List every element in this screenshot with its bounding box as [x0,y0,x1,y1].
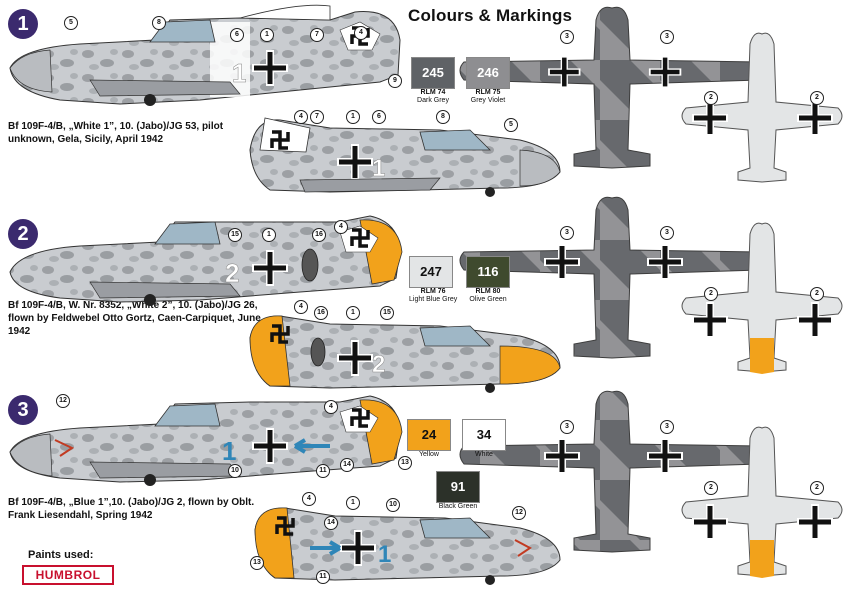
swatch-245-rlm: RLM 74 [420,89,446,96]
swatch-116: 116 RLM 80 Olive Green [466,256,510,304]
scheme-2-left-profile: 2 [9,215,403,306]
callout-bottom-view-1: 2 [810,91,824,105]
callout-s3-left-1: 4 [324,400,338,414]
scheme-2-code: 2 [225,258,239,288]
callout-s1-right-4: 8 [436,110,450,124]
scheme-1-badge: 1 [8,9,38,39]
scheme-1-right-profile: 1 [249,117,561,197]
scheme-3-right-profile: 1 [254,507,561,585]
swatch-245-chip: 245 [411,57,455,89]
callout-s2-left-0: 15 [228,228,242,242]
callout-s2-right-0: 4 [294,300,308,314]
scheme-2-caption: Bf 109F-4/B, W. Nr. 8352, „White 2”, 10.… [8,300,261,337]
humbrol-logo: HUMBROL [22,565,114,585]
scheme-1-code: 1 [232,58,246,88]
top-view-3 [459,390,765,553]
scheme-2-code-right: 2 [372,351,385,378]
bottom-view-3 [681,426,843,578]
swatch-246: 246 RLM 75 Grey Violet [466,57,510,105]
callout-s2-left-3: 4 [334,220,348,234]
callout-s1-right-2: 1 [346,110,360,124]
scheme-1-left-profile: 1 [9,4,401,106]
callout-bottom-view-r196-1: 2 [810,287,824,301]
swatch-116-rlm: RLM 80 [475,288,501,295]
callout-s1-left-5: 4 [354,26,368,40]
callout-top-view-r390-0: 3 [560,420,574,434]
swatch-91: 91 Black Green [436,471,480,511]
callout-top-view-0: 3 [560,30,574,44]
callout-bottom-view-r390-0: 2 [704,481,718,495]
swatch-247-chip: 247 [409,256,453,288]
callout-s2-right-1: 16 [314,306,328,320]
swatch-245: 245 RLM 74 Dark Grey [411,57,455,105]
scheme-2-badge: 2 [8,219,38,249]
scheme-3-left-profile: 1 [9,395,403,486]
callout-bottom-view-r390-1: 2 [810,481,824,495]
scheme-3-code-right: 1 [378,541,391,568]
callout-top-view-r390-1: 3 [660,420,674,434]
callout-s3-right-6: 11 [316,570,330,584]
callout-s3-right-0: 4 [302,492,316,506]
callout-s3-left-2: 10 [228,464,242,478]
callout-bottom-view-r196-0: 2 [704,287,718,301]
callout-s2-left-2: 16 [312,228,326,242]
callout-s1-right-1: 7 [310,110,324,124]
callout-s2-right-2: 1 [346,306,360,320]
callout-s3-right-2: 1 [346,496,360,510]
top-view-2 [459,196,765,359]
callout-s3-right-1: 14 [324,516,338,530]
callout-s3-left-4: 14 [340,458,354,472]
scheme-3-caption: Bf 109F-4/B, „Blue 1”,10. (Jabo)/JG 2, f… [8,497,255,521]
top-view-1 [459,6,765,169]
callout-s1-right-0: 4 [294,110,308,124]
swatch-247-rlm: RLM 76 [420,288,446,295]
callout-s3-right-5: 13 [250,556,264,570]
swatch-247: 247 RLM 76 Light Blue Grey [409,256,457,304]
callout-s1-left-0: 5 [64,16,78,30]
callout-bottom-view-0: 2 [704,91,718,105]
callout-s3-right-4: 12 [512,506,526,520]
callout-s1-left-2: 6 [230,28,244,42]
callout-top-view-r196-0: 3 [560,226,574,240]
callout-s3-left-5: 13 [398,456,412,470]
swatch-116-name: Olive Green [469,296,507,303]
callout-s2-right-3: 15 [380,306,394,320]
callout-s1-left-1: 8 [152,16,166,30]
callout-top-view-1: 3 [660,30,674,44]
swatch-34: 34 White [462,419,506,459]
callout-top-view-r196-1: 3 [660,226,674,240]
scheme-1-caption: Bf 109F-4/B, „White 1”, 10. (Jabo)/JG 53… [8,121,224,145]
swatch-246-rlm: RLM 75 [475,89,501,96]
bottom-view-1 [681,32,843,183]
swatch-247-name: Light Blue Grey [409,296,458,303]
bottom-view-2 [681,222,843,374]
scheme-3-badge: 3 [8,395,38,425]
swatch-34-name: White [475,451,493,458]
swatch-24-name: Yellow [419,451,439,458]
callout-s3-left-3: 11 [316,464,330,478]
callout-s2-left-1: 1 [262,228,276,242]
swatch-34-chip: 34 [462,419,506,451]
swatch-246-name: Grey Violet [470,97,506,104]
page-title: Colours & Markings [408,6,573,25]
swatch-24-chip: 24 [407,419,451,451]
swatch-91-name: Black Green [438,503,478,510]
scheme-1-code-right: 1 [372,155,385,182]
swatch-91-chip: 91 [436,471,480,503]
callout-s1-left-4: 7 [310,28,324,42]
swatch-116-chip: 116 [466,256,510,288]
swatch-245-name: Dark Grey [417,97,449,104]
swatch-24: 24 Yellow [407,419,451,459]
callout-s1-left-6: 9 [388,74,402,88]
swatch-246-chip: 246 [466,57,510,89]
callout-s1-right-5: 5 [504,118,518,132]
paints-used-label: Paints used: [28,549,94,561]
callout-s1-right-3: 6 [372,110,386,124]
callout-s3-right-3: 10 [386,498,400,512]
scheme-2-right-profile: 2 [249,315,561,393]
scheme-3-code: 1 [222,436,236,466]
callout-s3-left-0: 12 [56,394,70,408]
callout-s1-left-3: 1 [260,28,274,42]
